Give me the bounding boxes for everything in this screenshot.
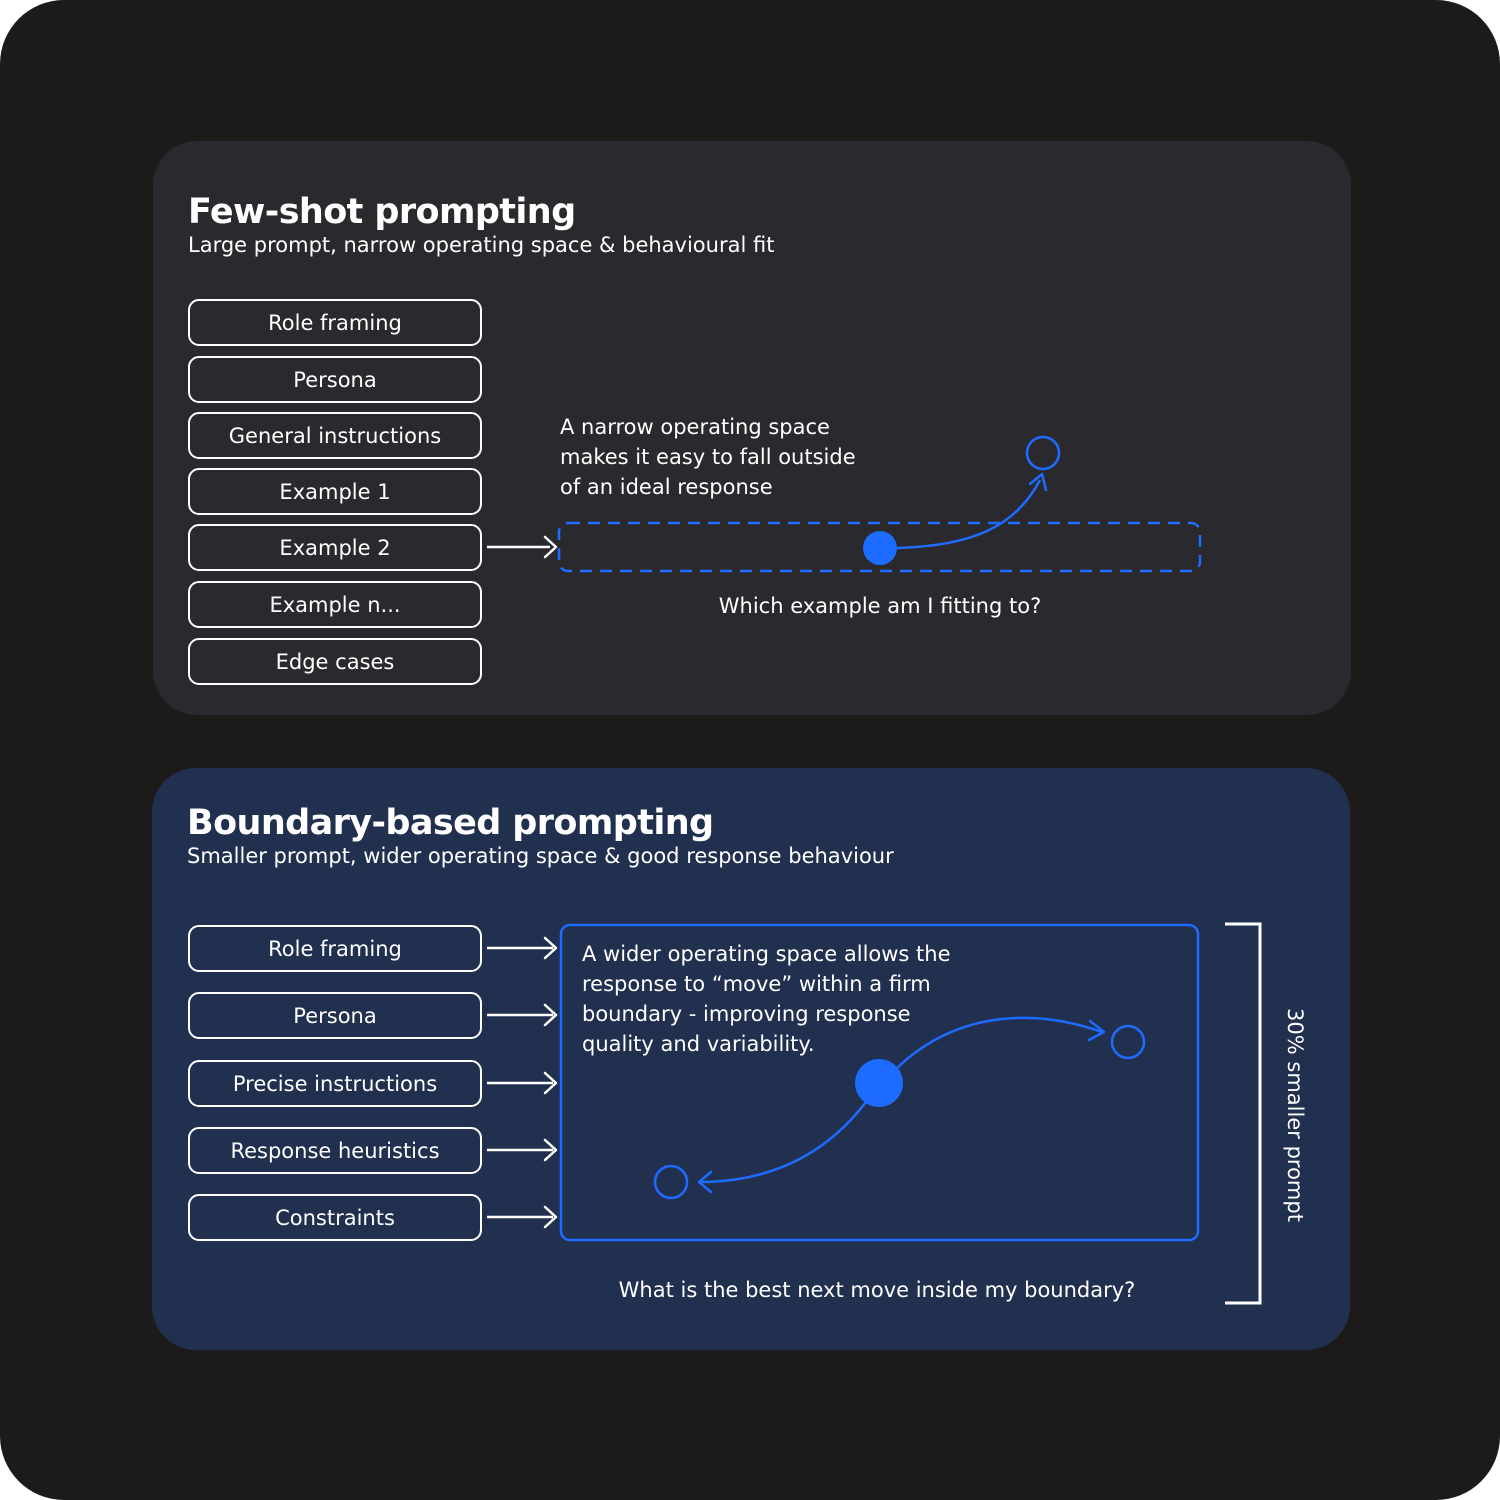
boundary-annotation-line-1: A wider operating space allows the [582, 942, 951, 966]
few-shot-item-persona: Persona [188, 356, 482, 403]
few-shot-annotation-line-2: makes it easy to fall outside [560, 445, 856, 469]
boundary-item-precise-instructions: Precise instructions [188, 1060, 482, 1107]
boundary-item-constraints: Constraints [188, 1194, 482, 1241]
few-shot-item-example-2: Example 2 [188, 524, 482, 571]
boundary-annotation-line-2: response to “move” within a firm [582, 972, 931, 996]
boundary-annotation: A wider operating space allows the respo… [582, 939, 951, 1059]
few-shot-card: Few-shot prompting Large prompt, narrow … [153, 141, 1351, 715]
few-shot-annotation-line-3: of an ideal response [560, 475, 773, 499]
bracket-label: 30% smaller prompt [1283, 1008, 1307, 1222]
boundary-card: Boundary-based prompting Smaller prompt,… [152, 768, 1350, 1350]
few-shot-title: Few-shot prompting [188, 192, 576, 232]
boundary-item-role-framing: Role framing [188, 925, 482, 972]
boundary-caption: What is the best next move inside my bou… [618, 1278, 1136, 1302]
boundary-annotation-line-3: boundary - improving response [582, 1002, 911, 1026]
few-shot-annotation-line-1: A narrow operating space [560, 415, 830, 439]
few-shot-item-edge-cases: Edge cases [188, 638, 482, 685]
few-shot-subtitle: Large prompt, narrow operating space & b… [188, 233, 775, 257]
boundary-annotation-line-4: quality and variability. [582, 1032, 815, 1056]
boundary-title: Boundary-based prompting [187, 803, 714, 843]
few-shot-item-example-n: Example n... [188, 581, 482, 628]
few-shot-item-general-instructions: General instructions [188, 412, 482, 459]
few-shot-item-example-1: Example 1 [188, 468, 482, 515]
boundary-subtitle: Smaller prompt, wider operating space & … [187, 844, 894, 868]
few-shot-caption: Which example am I fitting to? [718, 594, 1042, 618]
few-shot-item-role-framing: Role framing [188, 299, 482, 346]
boundary-item-response-heuristics: Response heuristics [188, 1127, 482, 1174]
boundary-item-persona: Persona [188, 992, 482, 1039]
few-shot-annotation: A narrow operating space makes it easy t… [560, 412, 856, 502]
